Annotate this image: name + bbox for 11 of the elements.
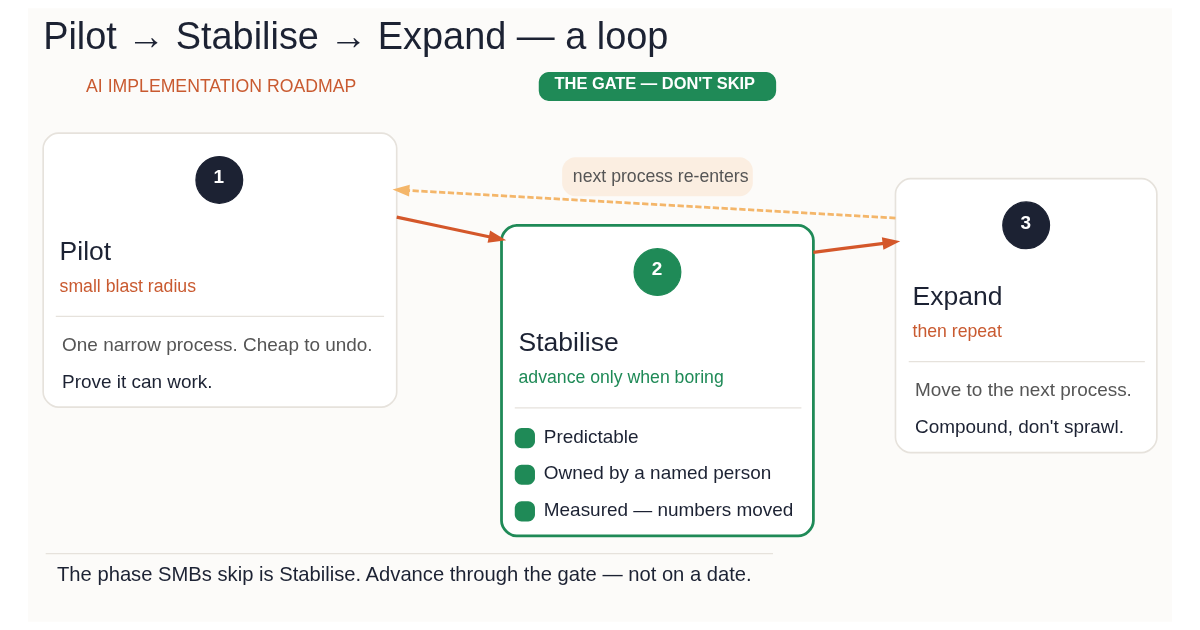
arrow: [396, 215, 507, 243]
arrow: [813, 237, 901, 254]
node-circle: 1: [195, 155, 244, 204]
diagram-title: Pilot → Stabilise → Expand — a loop: [43, 14, 669, 57]
label: AI IMPLEMENTATION ROADMAP: [86, 76, 357, 97]
node-box: THE GATE — DON'T SKIP: [538, 71, 777, 101]
caption: The phase SMBs skip is Stabilise. Advance through the gate — not on a date.: [57, 563, 752, 586]
node-circle: 2: [633, 248, 682, 297]
node-circle: 3: [1002, 201, 1051, 250]
edge-label: next process re-enters: [572, 166, 749, 187]
arrow: [392, 184, 896, 220]
